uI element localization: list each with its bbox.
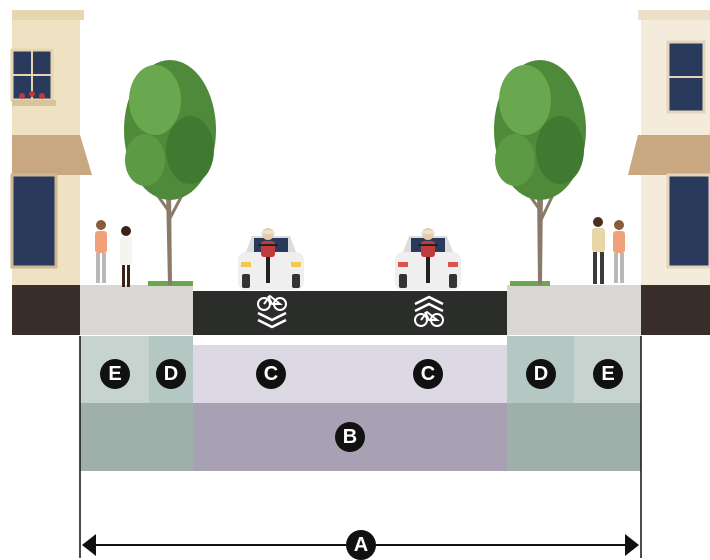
pedestrian-icon xyxy=(95,220,107,283)
label-b-text: B xyxy=(342,426,358,448)
sidewalk-right xyxy=(507,285,641,335)
label-c-right: C xyxy=(413,359,443,389)
label-a: A xyxy=(346,530,376,560)
label-d-text: D xyxy=(163,363,179,385)
pedestrian-icon xyxy=(613,220,625,283)
building-left xyxy=(10,10,92,335)
pedestrian-icon xyxy=(592,217,605,284)
label-c-left: C xyxy=(256,359,286,389)
label-a-text: A xyxy=(353,534,369,556)
label-c-text: C xyxy=(420,363,436,385)
label-b: B xyxy=(335,422,365,452)
label-d-right: D xyxy=(526,359,556,389)
label-e-text: E xyxy=(601,363,615,385)
tree-icon xyxy=(494,60,586,285)
bicycle-icon xyxy=(414,310,444,327)
tree-icon xyxy=(124,60,216,285)
roadway xyxy=(193,291,507,335)
sidewalk-left xyxy=(80,285,193,335)
label-d-left: D xyxy=(156,359,186,389)
chevron-icon xyxy=(257,311,287,329)
pedestrian-icon xyxy=(120,226,132,287)
bicycle-icon xyxy=(257,294,287,311)
zone-buffer-right xyxy=(507,403,641,471)
building-right xyxy=(628,10,710,335)
arrow-right-icon xyxy=(625,534,639,556)
arrow-left-icon xyxy=(82,534,96,556)
label-e-right: E xyxy=(593,359,623,389)
label-e-left: E xyxy=(100,359,130,389)
label-d-text: D xyxy=(533,363,549,385)
cyclist-icon xyxy=(258,228,278,283)
zone-buffer-left xyxy=(80,403,193,471)
cyclist-icon xyxy=(418,228,438,283)
label-c-text: C xyxy=(263,363,279,385)
label-e-text: E xyxy=(108,363,122,385)
chevron-icon xyxy=(414,295,444,313)
